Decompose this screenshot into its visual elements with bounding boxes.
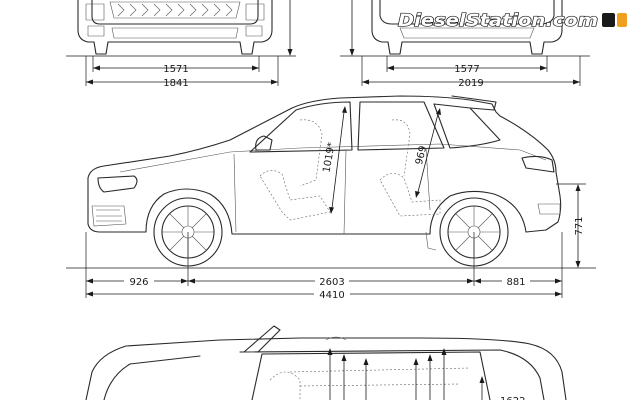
- front-grille: [85, 1, 265, 39]
- rear-overhang-label: 881: [506, 277, 525, 288]
- front-track-label: 1571: [163, 64, 188, 75]
- watermark-text: DieselStation.com: [398, 11, 598, 31]
- rear-width-label: 2019: [458, 78, 483, 89]
- wheelbase-label: 2603: [319, 277, 344, 288]
- rear-track-label: 1577: [454, 64, 479, 75]
- front-width-label: 1841: [163, 78, 188, 89]
- roof-height-label: 1019*: [321, 142, 337, 174]
- seat-height-label: 969: [414, 145, 429, 166]
- ride-height-label: 771: [574, 216, 585, 235]
- front-overhang-label: 926: [129, 277, 148, 288]
- front-view: 1571 1841: [66, 0, 296, 89]
- top-partial-label: 1622: [500, 396, 525, 400]
- overall-length-label: 4410: [319, 290, 344, 301]
- top-view-arrows: [327, 348, 485, 400]
- side-view: 1019* 969 771 926 2603 881: [66, 95, 596, 301]
- rear-view: 1577 2019: [340, 0, 590, 89]
- top-view: 1622: [85, 325, 567, 400]
- watermark-logo: DieselStation.com: [397, 10, 627, 32]
